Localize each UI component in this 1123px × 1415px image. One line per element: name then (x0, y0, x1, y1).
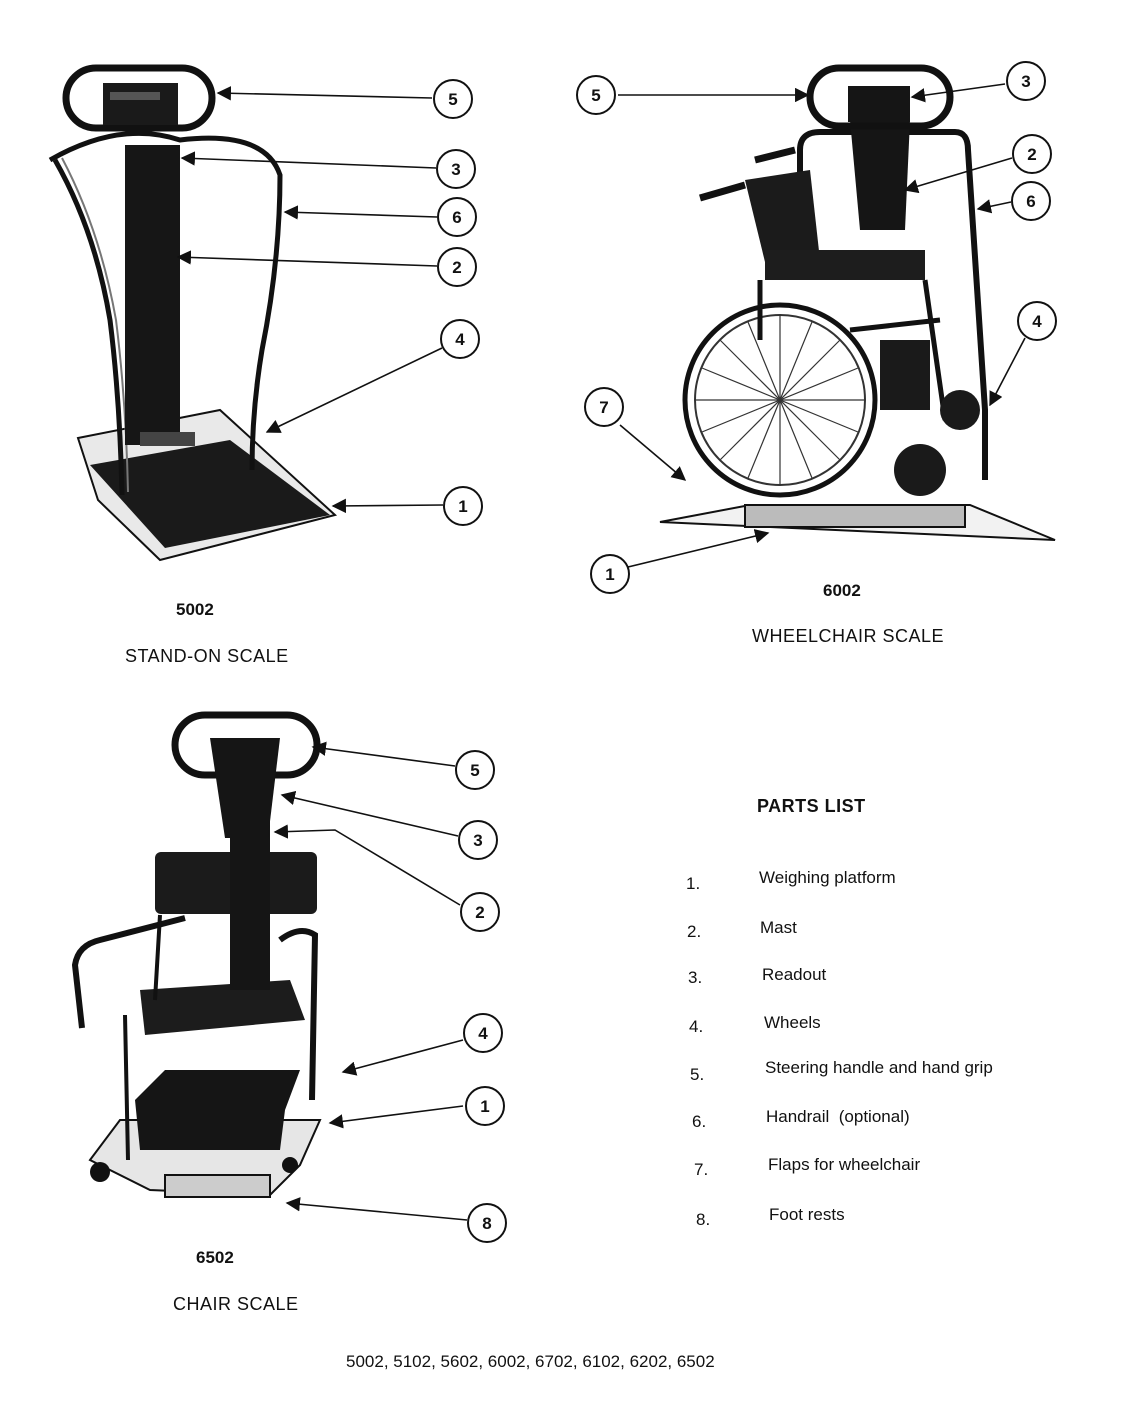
callout-number: 4 (455, 330, 465, 349)
stand-on-scale-illustration (50, 68, 335, 560)
chair-scale-illustration (75, 715, 320, 1197)
parts-list-item-number: 4. (689, 1017, 703, 1037)
callout-number: 2 (452, 258, 461, 277)
parts-list-item-name: Wheels (764, 1013, 821, 1033)
parts-list-item-name: Mast (760, 918, 797, 938)
chair-scale-readout (210, 738, 280, 838)
parts-list-item-number: 3. (688, 968, 702, 988)
callout-number: 6 (1026, 192, 1035, 211)
callout-number: 5 (448, 90, 457, 109)
parts-list-item-number: 1. (686, 874, 700, 894)
callout-number: 4 (1032, 312, 1042, 331)
wheelchair-caption: WHEELCHAIR SCALE (752, 626, 944, 647)
parts-list-item-name: Flaps for wheelchair (768, 1155, 920, 1175)
callout-number: 2 (1027, 145, 1036, 164)
parts-list-item-number: 7. (694, 1160, 708, 1180)
chair-scale-seat (140, 980, 305, 1035)
callout-number: 4 (478, 1024, 488, 1043)
stand-on-model-number: 5002 (176, 600, 214, 620)
parts-list-title: PARTS LIST (757, 796, 866, 817)
chair-caption: CHAIR SCALE (173, 1294, 299, 1315)
stand-on-readout (103, 83, 178, 125)
callout-number: 3 (1021, 72, 1030, 91)
callout-number: 5 (470, 761, 479, 780)
wheelchair-caster-wheel (894, 444, 946, 496)
callout-number: 7 (599, 398, 608, 417)
chair-scale-mast (230, 820, 270, 990)
stand-on-mast-plate (140, 432, 195, 446)
callout-number: 3 (473, 831, 482, 850)
wheelchair-backrest (745, 170, 820, 262)
wheelchair-scale-illustration (660, 68, 1055, 540)
parts-list-item-name: Readout (762, 965, 826, 985)
wheelchair-platform (745, 505, 965, 527)
wheelchair-seat (765, 250, 925, 280)
callout-number: 8 (482, 1214, 491, 1233)
model-numbers-footer: 5002, 5102, 5602, 6002, 6702, 6102, 6202… (346, 1352, 715, 1372)
stand-on-caption: STAND-ON SCALE (125, 646, 289, 667)
parts-list-item-name: Foot rests (769, 1205, 845, 1225)
callout-number: 6 (452, 208, 461, 227)
callout-number: 1 (480, 1097, 489, 1116)
chair-model-number: 6502 (196, 1248, 234, 1268)
callout-number: 1 (605, 565, 614, 584)
parts-list-item-number: 8. (696, 1210, 710, 1230)
wheelchair-readout (848, 86, 910, 122)
callout-number: 2 (475, 903, 484, 922)
parts-list-item-number: 5. (690, 1065, 704, 1085)
wheelchair-mast (850, 120, 910, 230)
parts-list-item-name: Weighing platform (759, 868, 896, 888)
callout-number: 3 (451, 160, 460, 179)
callout-number: 1 (458, 497, 467, 516)
wheelchair-model-number: 6002 (823, 581, 861, 601)
chair-scale-footrest (165, 1175, 270, 1197)
parts-list-item-number: 6. (692, 1112, 706, 1132)
callout-number: 5 (591, 86, 600, 105)
parts-list-item-number: 2. (687, 922, 701, 942)
stand-on-mast (125, 145, 180, 445)
chair-scale-platform (135, 1070, 300, 1150)
parts-list-item-name: Handrail (optional) (766, 1107, 910, 1127)
parts-list-item-name: Steering handle and hand grip (765, 1058, 993, 1078)
